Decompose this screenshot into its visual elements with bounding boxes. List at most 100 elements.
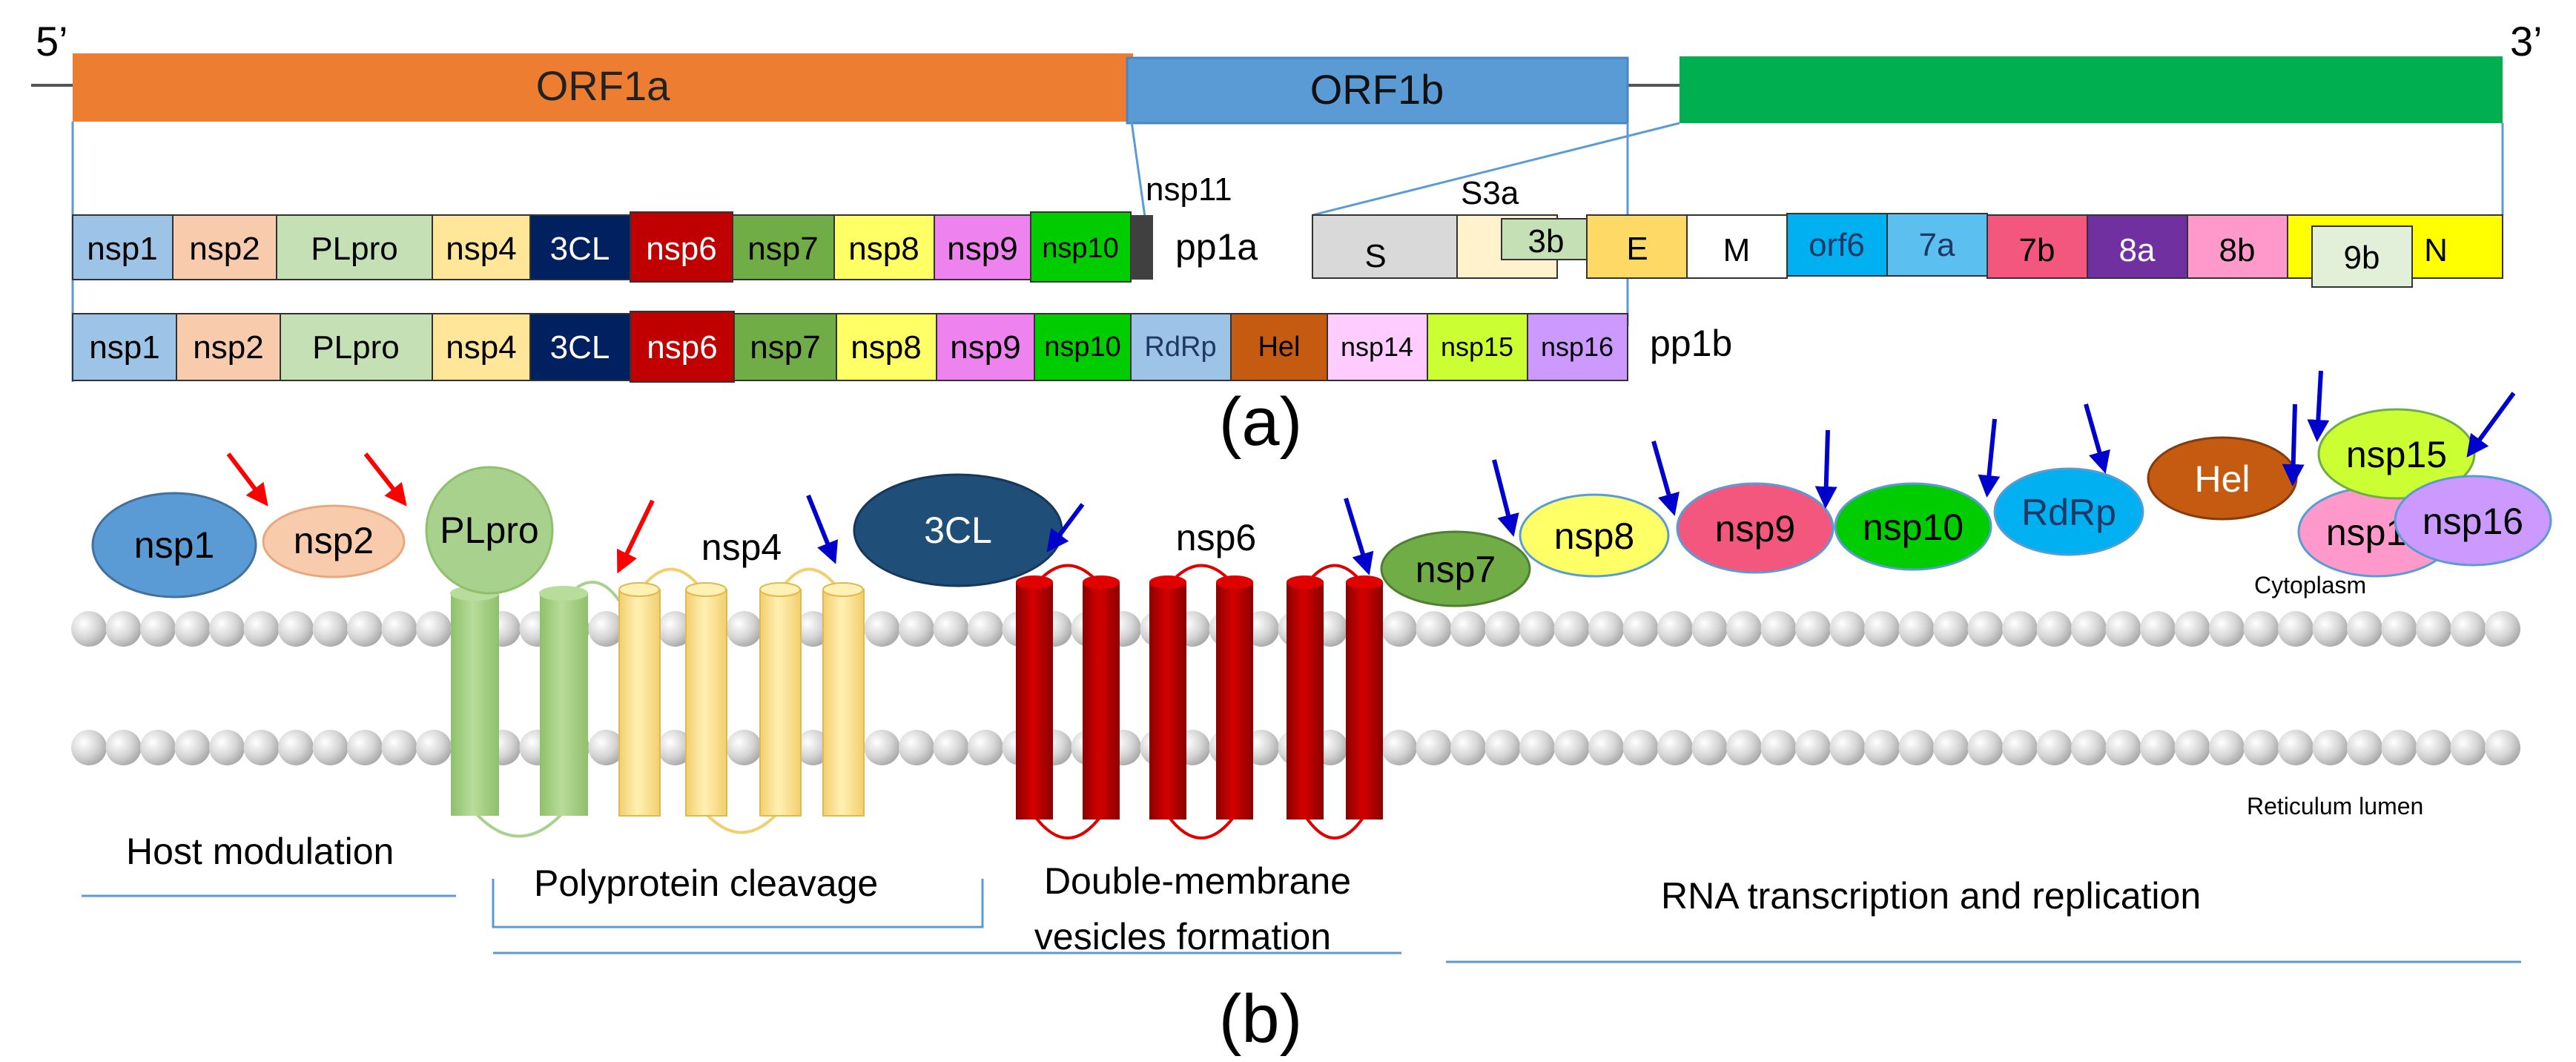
nsp2-protein-label: nsp2: [294, 520, 374, 561]
pp1a-nsp4-label: nsp4: [446, 231, 516, 267]
pp1b-rdrp-label: RdRp: [1144, 332, 1216, 363]
pp1b-nsp7: [733, 313, 837, 381]
lipid-head: [726, 611, 762, 647]
plpro-transmembrane: [450, 581, 621, 838]
lipid-head: [2243, 730, 2279, 765]
lipid-head: [1381, 611, 1417, 647]
pp1a-3cl-label: 3CL: [550, 231, 610, 267]
nsp7-protein: nsp7: [1380, 530, 1531, 607]
pp1b-nsp14-label: nsp14: [1341, 332, 1413, 362]
nsp6-helix-4: [1216, 582, 1253, 819]
lipid-head: [2002, 611, 2038, 647]
gene-n-label: N: [2424, 232, 2448, 268]
red-cleavage-arrow: [616, 499, 655, 574]
lipid-head: [278, 730, 314, 765]
red-cleavage-arrow: [363, 452, 407, 507]
pp1b-label: pp1b: [1650, 323, 1732, 364]
lipid-head: [2174, 611, 2210, 647]
nsp4-protein-label: nsp4: [701, 527, 782, 568]
gene-m: [1686, 214, 1788, 279]
3cl-protein-label: 3CL: [924, 509, 992, 551]
lipid-head: [726, 730, 762, 765]
red-cleavage-arrow: [226, 452, 268, 507]
lipid-head: [1933, 730, 1969, 765]
gene-3b-label: 3b: [1528, 223, 1565, 260]
guide-line: [1130, 121, 1146, 217]
blue-cleavage-arrow: [2466, 392, 2516, 458]
lipid-head: [1657, 611, 1693, 647]
pp1b-nsp8-label: nsp8: [851, 329, 921, 366]
gene-7b: [1987, 214, 2088, 279]
lipid-head: [2174, 730, 2210, 765]
pp1b-nsp10-label: nsp10: [1044, 332, 1121, 363]
lipid-head: [1588, 730, 1624, 765]
lipid-head: [174, 611, 211, 647]
lipid-head: [1967, 730, 2004, 765]
blue-cleavage-arrow: [1492, 459, 1519, 537]
nsp10-protein-label: nsp10: [1863, 507, 1964, 548]
lipid-head: [2002, 730, 2038, 765]
pp1b-nsp7-label: nsp7: [750, 329, 820, 366]
nsp6-transmembrane: [1016, 564, 1383, 840]
lipid-head: [105, 611, 142, 647]
lipid-head: [209, 730, 245, 765]
orf1a-label: ORF1a: [536, 62, 670, 109]
gene-e: [1586, 214, 1688, 279]
lipid-head: [71, 730, 107, 765]
nsp6-protein-label: nsp6: [1176, 517, 1256, 558]
lipid-head: [1691, 611, 1728, 647]
nsp16-protein-label: nsp16: [2423, 501, 2523, 542]
structural-genes-row: S S3a 3b E M orf6 7a 7b 8a 8b N 9b: [1312, 175, 2503, 288]
lipid-head: [1484, 730, 1521, 765]
pp1b-nsp6-label: nsp6: [647, 329, 717, 366]
blue-cleavage-arrow: [1046, 503, 1085, 553]
nsp1-protein: nsp1: [91, 492, 257, 598]
pp1b-nsp2-label: nsp2: [193, 329, 263, 366]
lipid-head: [968, 611, 1003, 647]
blue-cleavage-arrow: [1978, 418, 2001, 498]
lipid-head: [1898, 730, 1935, 765]
dmv-label-line2: vesicles formation: [1034, 916, 1331, 957]
genome-map: 5’ 3’ ORF1a ORF1b: [31, 18, 2543, 382]
lipid-head: [140, 611, 176, 647]
pp1b-3cl-label: 3CL: [550, 329, 610, 366]
pp1a-nsp2: [172, 214, 277, 280]
lipid-head: [795, 730, 831, 765]
3cl-protein: 3CL: [853, 473, 1063, 587]
nsp2-protein: nsp2: [262, 504, 406, 578]
pp1b-nsp15-label: nsp15: [1441, 332, 1513, 362]
lipid-head: [1829, 611, 1866, 647]
gene-s-label: S: [1364, 238, 1386, 274]
lipid-head: [864, 611, 900, 647]
pp1a-nsp2-label: nsp2: [189, 231, 260, 267]
reticulum-lumen-label: Reticulum lumen: [2247, 793, 2423, 819]
lipid-head: [71, 611, 107, 647]
blue-cleavage-arrow: [2307, 370, 2330, 442]
lipid-head: [657, 730, 693, 765]
nsp11-label: nsp11: [1146, 171, 1232, 208]
lipid-head: [243, 611, 280, 647]
pp1b-nsp9: [936, 313, 1035, 381]
lipid-head: [1450, 611, 1486, 647]
pp1b-nsp9-label: nsp9: [950, 329, 1020, 366]
pp1a-3cl: [529, 214, 631, 280]
cytoplasm-label: Cytoplasm: [2254, 572, 2366, 598]
lipid-head: [1553, 730, 1590, 765]
pp1b-3cl: [529, 313, 631, 381]
lipid-head: [2347, 611, 2382, 647]
lipid-head: [2209, 730, 2245, 765]
lipid-head: [278, 611, 314, 647]
lipid-head: [1967, 611, 2004, 647]
pp1b-hel-label: Hel: [1258, 332, 1300, 363]
gene-9b: [2311, 225, 2413, 288]
dmv-label-line1: Double-membrane: [1044, 860, 1351, 902]
nsp1-protein-label: nsp1: [134, 524, 214, 566]
lipid-head: [1588, 611, 1624, 647]
pp1b-nsp4-label: nsp4: [446, 329, 516, 366]
gene-8a: [2087, 214, 2188, 279]
guide-line: [1312, 122, 1680, 217]
lipid-head: [1829, 730, 1866, 765]
lipid-head: [1726, 730, 1762, 765]
pp1a-row: nsp1 nsp2 PLpro nsp4 3CL nsp6 nsp7 nsp8 …: [72, 171, 1258, 283]
